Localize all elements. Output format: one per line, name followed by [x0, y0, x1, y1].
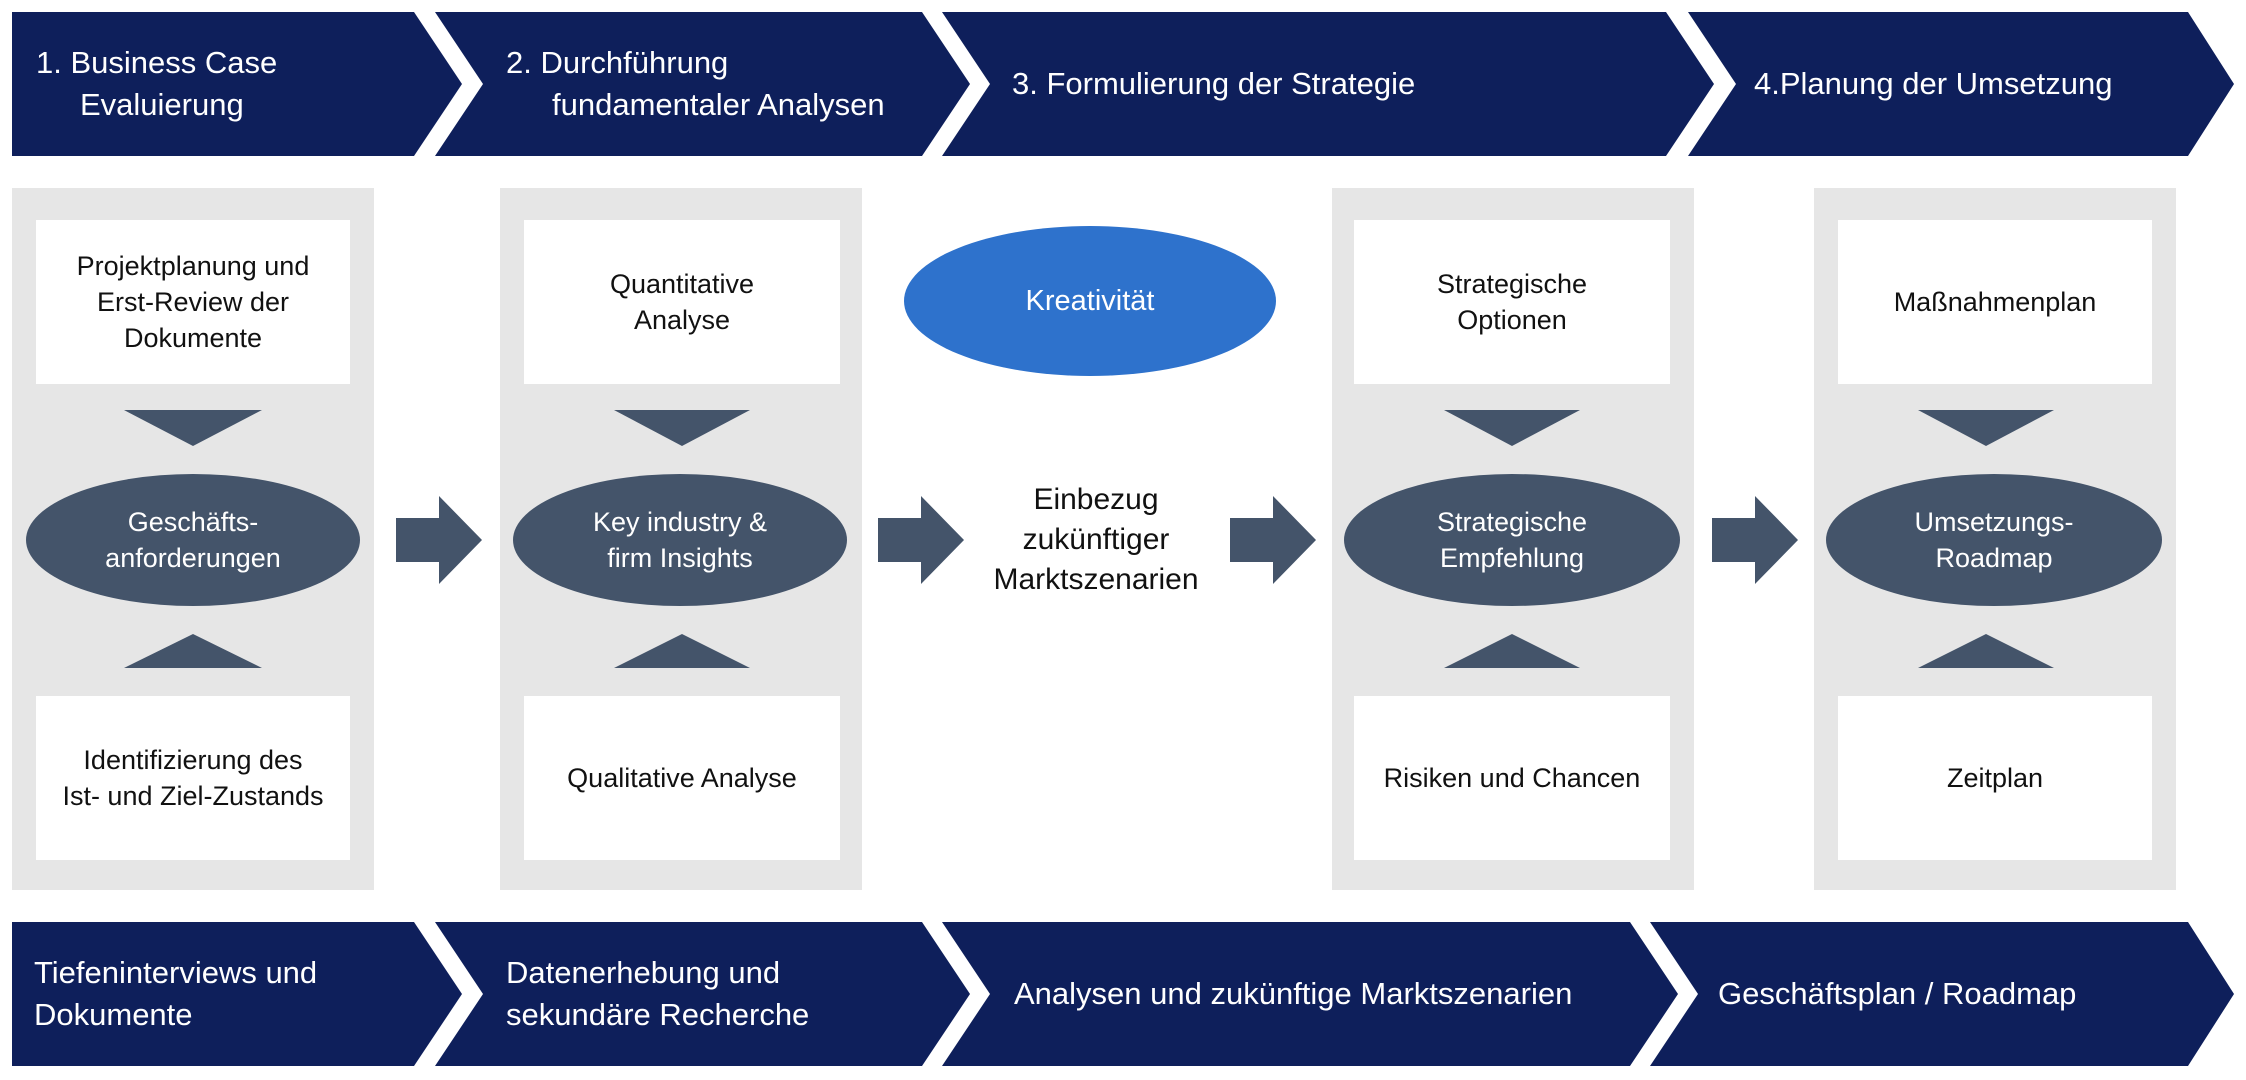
- creativity-ellipse: [904, 226, 1276, 376]
- bottom-box-3-text: Risiken und Chancen: [1354, 696, 1670, 860]
- creativity-text: Kreativität: [904, 226, 1276, 376]
- scenario-text: Einbezug zukünftiger Marktszenarien: [960, 470, 1232, 610]
- top-box-2-line-2: Analyse: [633, 305, 731, 335]
- method-2-line-1: Datenerhebung und: [506, 955, 781, 991]
- down-triangle-1: [124, 410, 262, 446]
- method-label-1: Tiefeninterviews und Dokumente: [34, 940, 424, 1048]
- up-triangle-4: [1918, 634, 2054, 668]
- flow-arrow-4: [1712, 496, 1798, 584]
- hub-2-line-2: firm Insights: [607, 543, 753, 573]
- top-box-4-text: Maßnahmenplan: [1838, 220, 2152, 384]
- top-box-3-text: Strategische Optionen: [1354, 220, 1670, 384]
- phase-2-line-1: 2. Durchführung: [506, 45, 729, 81]
- bottom-box-1: [36, 696, 350, 860]
- hub-1-line-1: Geschäfts-: [127, 506, 259, 537]
- bottom-box-1-text: Identifizierung des Ist- und Ziel-Zustan…: [36, 696, 350, 860]
- method-chevron-3: [942, 922, 1678, 1066]
- phase-2-line-2: fundamentaler Analysen: [552, 87, 885, 122]
- hub-1-line-2: anforderungen: [105, 543, 281, 573]
- top-box-4-line-1: Maßnahmenplan: [1893, 286, 2097, 317]
- top-box-1-text: Projektplanung und Erst-Review der Dokum…: [36, 220, 350, 384]
- method-label-2: Datenerhebung und sekundäre Recherche: [506, 940, 926, 1048]
- down-triangle-3: [1444, 410, 1580, 446]
- method-chevron-1: [12, 922, 462, 1066]
- top-box-1-line-3: Dokumente: [123, 323, 263, 354]
- creativity-label: Kreativität: [1025, 284, 1155, 317]
- top-box-3-line-2: Optionen: [1457, 305, 1567, 335]
- phase-chevron-2: [435, 12, 970, 156]
- phase-label-2: 2. Durchführung fundamentaler Analysen: [506, 30, 926, 138]
- bottom-box-2-text: Qualitative Analyse: [524, 696, 840, 860]
- down-triangle-2: [614, 410, 750, 446]
- bottom-box-2: [524, 696, 840, 860]
- top-box-2: [524, 220, 840, 384]
- phase-label-4: 4.Planung der Umsetzung: [1754, 30, 2174, 138]
- phase-1-line-2: Evaluierung: [80, 87, 244, 122]
- top-box-3: [1354, 220, 1670, 384]
- phase-chevron-3: [942, 12, 1714, 156]
- hub-ellipse-4: [1826, 474, 2162, 606]
- method-3-line-1: Analysen und zukünftige Marktszenarien: [1014, 976, 1573, 1012]
- hub-3-line-1: Strategische: [1436, 506, 1588, 537]
- hub-ellipse-3: [1344, 474, 1680, 606]
- hub-3-text: Strategische Empfehlung: [1344, 474, 1680, 606]
- bottom-box-3: [1354, 696, 1670, 860]
- method-1-line-2: Dokumente: [34, 997, 193, 1032]
- hub-4-text: Umsetzungs- Roadmap: [1826, 474, 2162, 606]
- bottom-box-4: [1838, 696, 2152, 860]
- top-box-4: [1838, 220, 2152, 384]
- phase-1-line-1: 1. Business Case: [36, 45, 278, 81]
- hub-ellipse-1: [26, 474, 360, 606]
- bottom-box-1-line-2: Ist- und Ziel-Zustands: [62, 781, 324, 811]
- phase-chevron-4: [1688, 12, 2234, 156]
- hub-2-line-1: Key industry &: [592, 506, 768, 537]
- flow-arrow-3: [1230, 496, 1316, 584]
- hub-1-text: Geschäfts- anforderungen: [26, 474, 360, 606]
- method-1-line-1: Tiefeninterviews und: [34, 955, 318, 991]
- bottom-box-1-line-1: Identifizierung des: [83, 744, 303, 775]
- top-box-3-line-1: Strategische: [1436, 268, 1588, 299]
- method-label-3: Analysen und zukünftige Marktszenarien: [1014, 940, 1624, 1048]
- top-box-1-line-2: Erst-Review der: [96, 286, 290, 317]
- scenario-line-1: Einbezug: [1033, 482, 1159, 516]
- hub-2-text: Key industry & firm Insights: [513, 474, 847, 606]
- flow-arrow-1: [396, 496, 482, 584]
- phase-chevron-1: [12, 12, 462, 156]
- scenario-line-3: Marktszenarien: [993, 563, 1199, 597]
- phase-label-3: 3. Formulierung der Strategie: [1012, 30, 1652, 138]
- phase-4-line-1: 4.Planung der Umsetzung: [1754, 66, 2113, 102]
- down-triangle-4: [1918, 410, 2054, 446]
- bottom-box-3-line-1: Risiken und Chancen: [1383, 762, 1641, 793]
- hub-ellipse-2: [513, 474, 847, 606]
- bottom-box-4-line-1: Zeitplan: [1946, 762, 2044, 793]
- up-triangle-1: [124, 634, 262, 668]
- method-label-4: Geschäftsplan / Roadmap: [1718, 940, 2178, 1048]
- method-2-line-2: sekundäre Recherche: [506, 997, 810, 1032]
- top-box-1-line-1: Projektplanung und: [76, 250, 310, 281]
- up-triangle-3: [1444, 634, 1580, 668]
- method-chevron-4: [1650, 922, 2234, 1066]
- phase-3-line-1: 3. Formulierung der Strategie: [1012, 66, 1416, 102]
- method-4-line-1: Geschäftsplan / Roadmap: [1718, 976, 2077, 1012]
- scenario-line-2: zukünftiger: [1022, 522, 1170, 556]
- top-box-1: [36, 220, 350, 384]
- flow-arrow-2: [878, 496, 964, 584]
- bottom-box-4-text: Zeitplan: [1838, 696, 2152, 860]
- hub-4-line-2: Roadmap: [1935, 543, 2053, 573]
- top-box-2-text: Quantitative Analyse: [524, 220, 840, 384]
- method-chevron-2: [435, 922, 970, 1066]
- up-triangle-2: [614, 634, 750, 668]
- top-box-2-line-1: Quantitative: [609, 268, 755, 299]
- hub-4-line-1: Umsetzungs-: [1914, 506, 2074, 537]
- phase-label-1: 1. Business Case Evaluierung: [36, 30, 416, 138]
- hub-3-line-2: Empfehlung: [1439, 543, 1585, 573]
- bottom-box-2-line-1: Qualitative Analyse: [567, 762, 797, 793]
